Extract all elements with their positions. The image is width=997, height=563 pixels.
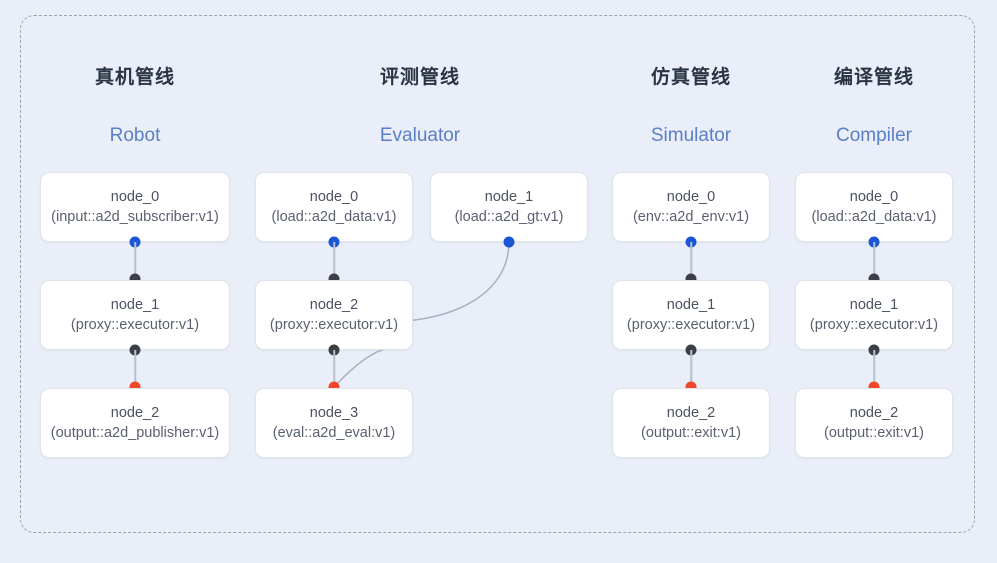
node-robot-1[interactable]: node_1 (proxy::executor:v1)	[40, 280, 230, 350]
node-label-type: (env::a2d_env:v1)	[632, 208, 750, 225]
port-input-icon[interactable]	[129, 273, 141, 285]
node-simulator-1[interactable]: node_1 (proxy::executor:v1)	[612, 280, 770, 350]
node-label-name: node_1	[666, 296, 716, 313]
node-label-name: node_1	[110, 296, 160, 313]
link-robot-1-2	[134, 350, 136, 387]
node-label-type: (output::exit:v1)	[824, 424, 924, 441]
node-label-name: node_2	[309, 296, 359, 313]
node-compiler-2[interactable]: node_2 (output::exit:v1)	[795, 388, 953, 458]
node-label-name: node_2	[110, 404, 160, 421]
node-label-type: (output::a2d_publisher:v1)	[50, 424, 220, 441]
node-label-type: (load::a2d_gt:v1)	[454, 208, 564, 225]
port-input-icon[interactable]	[685, 273, 697, 285]
column-subtitle-simulator: Simulator	[650, 125, 732, 146]
link-evaluator-2-3	[333, 350, 335, 387]
column-subtitle-evaluator: Evaluator	[379, 125, 461, 146]
link-simulator-0-1	[690, 242, 692, 279]
node-simulator-0[interactable]: node_0 (env::a2d_env:v1)	[612, 172, 770, 242]
node-compiler-0[interactable]: node_0 (load::a2d_data:v1)	[795, 172, 953, 242]
node-evaluator-gt[interactable]: node_1 (load::a2d_gt:v1)	[430, 172, 588, 242]
node-compiler-1[interactable]: node_1 (proxy::executor:v1)	[795, 280, 953, 350]
node-label-type: (input::a2d_subscriber:v1)	[51, 208, 219, 225]
node-robot-2[interactable]: node_2 (output::a2d_publisher:v1)	[40, 388, 230, 458]
node-label-name: node_2	[666, 404, 716, 421]
node-label-type: (proxy::executor:v1)	[70, 316, 200, 333]
node-label-name: node_0	[666, 188, 716, 205]
column-title-compiler: 编译管线	[833, 67, 914, 88]
node-evaluator-2[interactable]: node_2 (proxy::executor:v1)	[255, 280, 413, 350]
column-title-evaluator: 评测管线	[379, 67, 460, 88]
node-evaluator-3[interactable]: node_3 (eval::a2d_eval:v1)	[255, 388, 413, 458]
node-label-name: node_0	[309, 188, 359, 205]
node-label-type: (eval::a2d_eval:v1)	[272, 424, 396, 441]
node-label-type: (load::a2d_data:v1)	[811, 208, 937, 225]
node-label-type: (load::a2d_data:v1)	[271, 208, 397, 225]
column-title-simulator: 仿真管线	[650, 67, 731, 88]
node-label-name: node_3	[309, 404, 359, 421]
node-label-name: node_2	[849, 404, 899, 421]
node-label-name: node_0	[849, 188, 899, 205]
link-compiler-0-1	[873, 242, 875, 279]
node-label-name: node_0	[110, 188, 160, 205]
port-input-icon[interactable]	[868, 273, 880, 285]
port-terminal-icon[interactable]	[129, 381, 141, 393]
link-compiler-1-2	[873, 350, 875, 387]
node-label-type: (proxy::executor:v1)	[269, 316, 399, 333]
port-terminal-icon[interactable]	[328, 381, 340, 393]
column-subtitle-compiler: Compiler	[835, 125, 913, 146]
node-label-name: node_1	[484, 188, 534, 205]
node-simulator-2[interactable]: node_2 (output::exit:v1)	[612, 388, 770, 458]
column-subtitle-robot: Robot	[109, 125, 161, 146]
node-evaluator-0[interactable]: node_0 (load::a2d_data:v1)	[255, 172, 413, 242]
node-label-name: node_1	[849, 296, 899, 313]
column-title-robot: 真机管线	[94, 67, 175, 88]
port-terminal-icon[interactable]	[685, 381, 697, 393]
node-robot-0[interactable]: node_0 (input::a2d_subscriber:v1)	[40, 172, 230, 242]
port-input-icon[interactable]	[328, 273, 340, 285]
node-label-type: (proxy::executor:v1)	[626, 316, 756, 333]
link-simulator-1-2	[690, 350, 692, 387]
node-label-type: (output::exit:v1)	[641, 424, 741, 441]
node-label-type: (proxy::executor:v1)	[809, 316, 939, 333]
link-evaluator-0-2	[333, 242, 335, 279]
link-robot-0-1	[134, 242, 136, 279]
edge-executor-to-eval	[335, 346, 392, 386]
port-output-icon[interactable]	[503, 236, 515, 248]
port-terminal-icon[interactable]	[868, 381, 880, 393]
